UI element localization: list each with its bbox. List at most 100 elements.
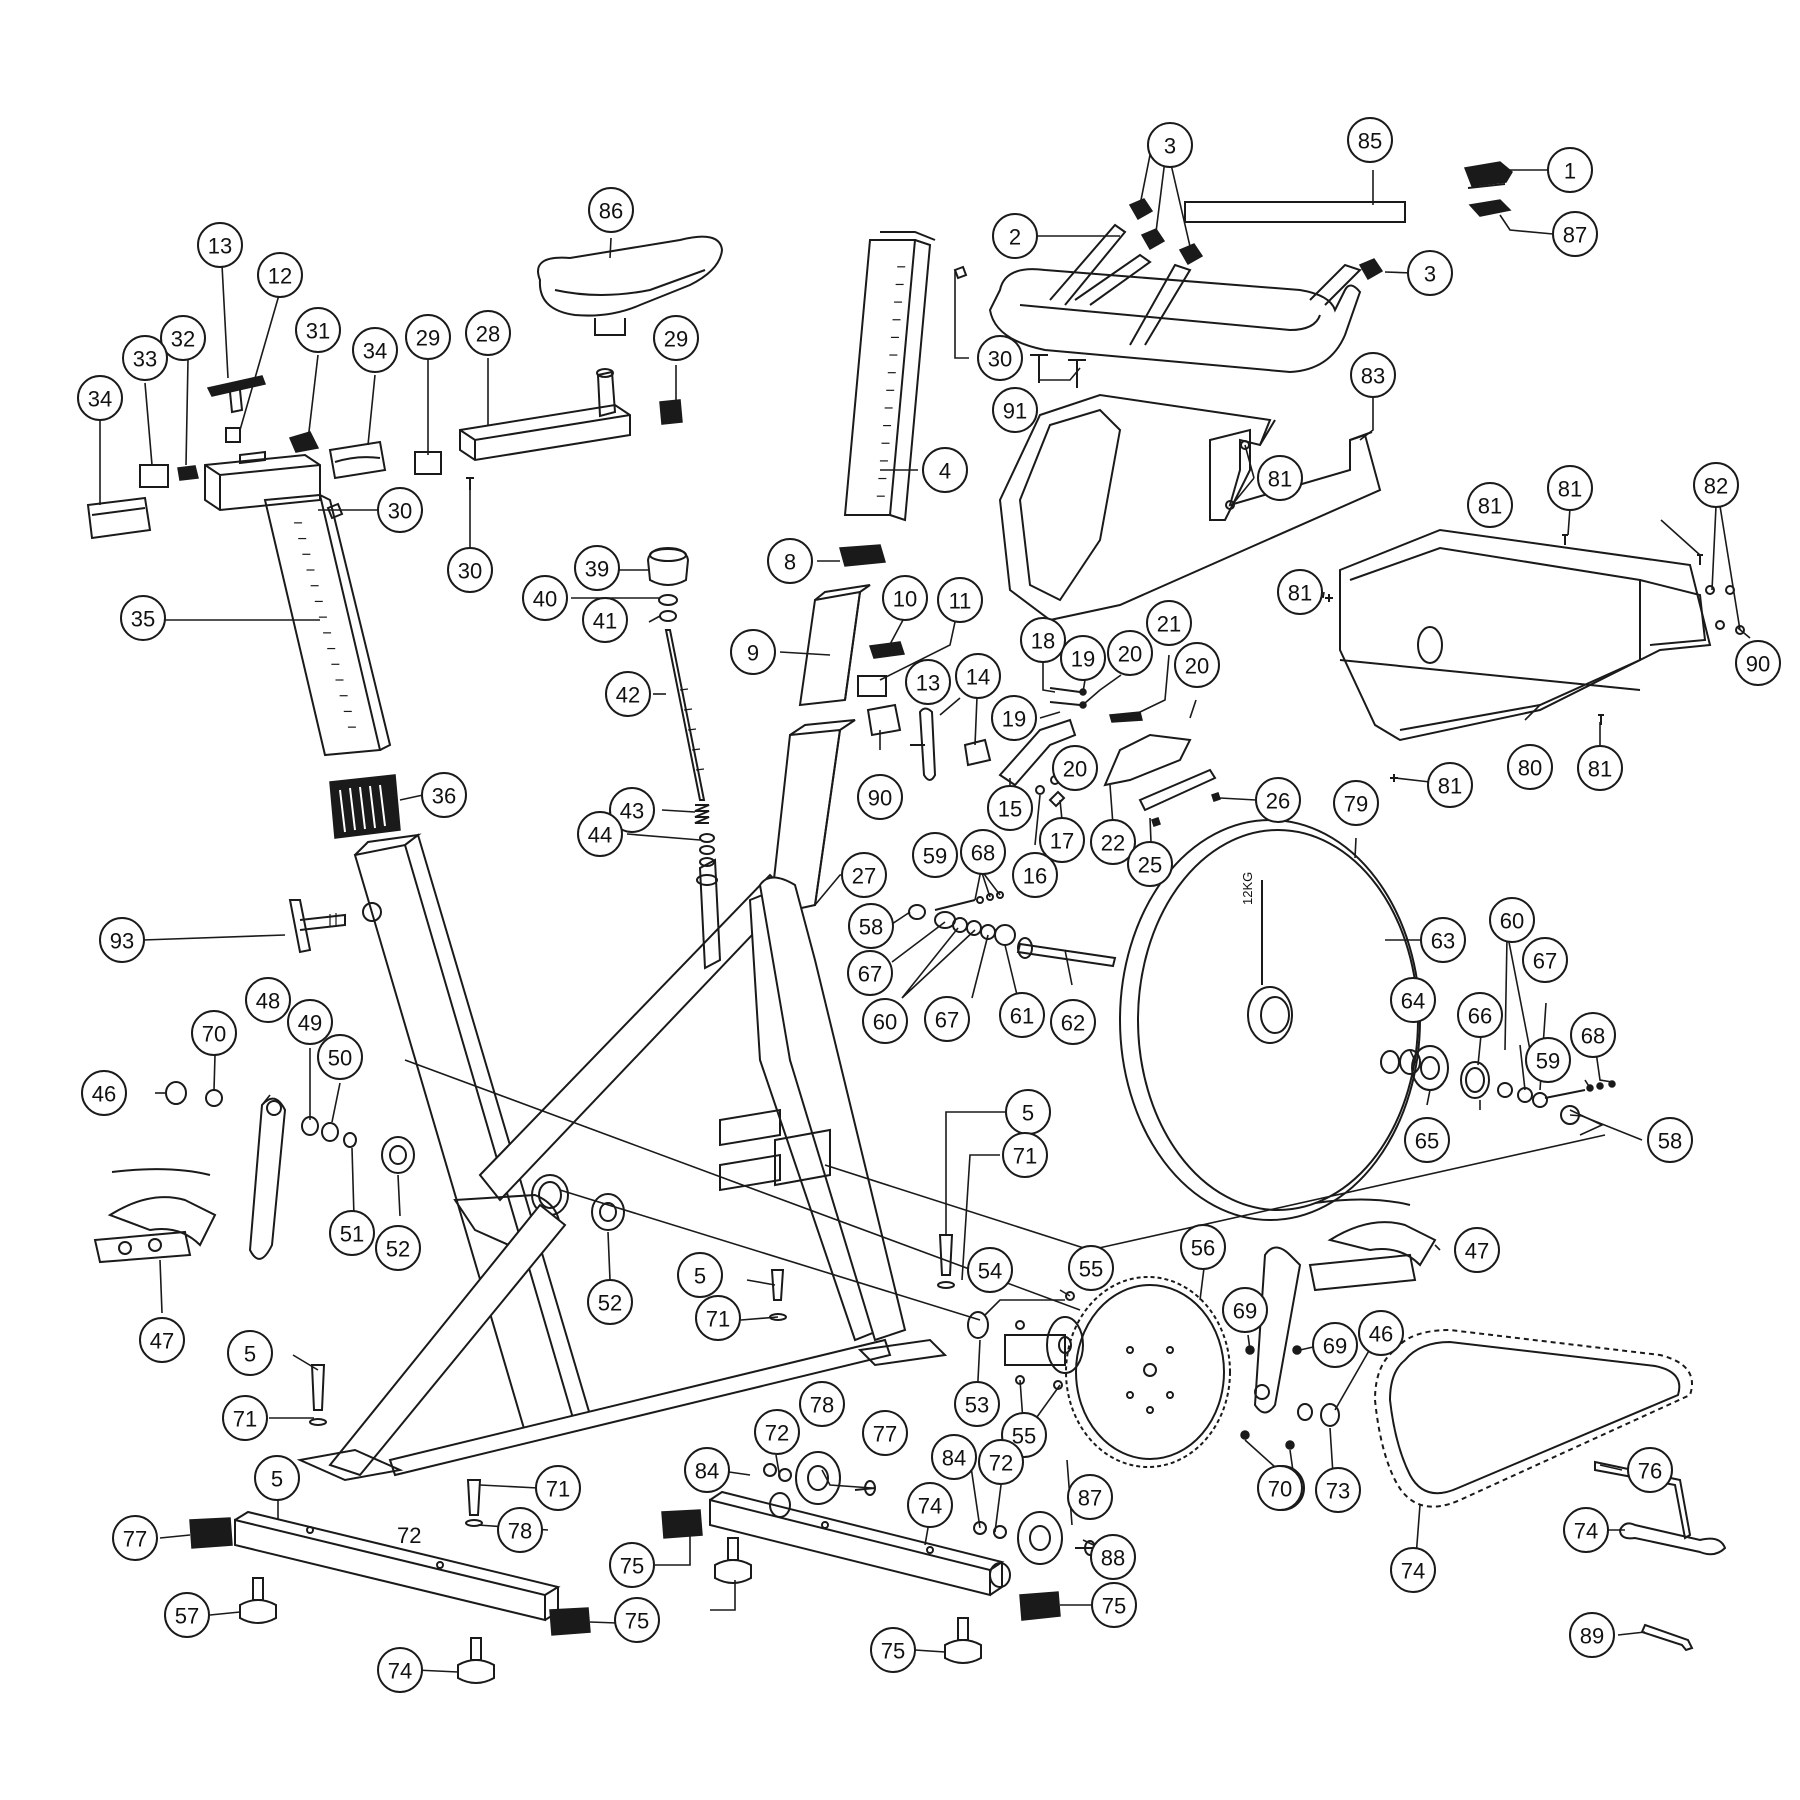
callout-circle [582, 597, 628, 643]
tension-rod [664, 629, 706, 801]
callout-number: 90 [868, 786, 892, 811]
callout-61: 61 [999, 992, 1045, 1038]
callout-number: 31 [306, 319, 330, 344]
callout-93: 93 [99, 917, 145, 963]
callout-circle [870, 1627, 916, 1673]
callout-circle [905, 659, 951, 705]
callout-86: 86 [588, 187, 634, 233]
part-14 [963, 738, 992, 767]
part-10 [869, 641, 905, 659]
callout-number: 5 [1022, 1101, 1034, 1126]
callout-number: 32 [171, 327, 195, 352]
callout-16: 16 [1012, 852, 1058, 898]
callout-circle [1020, 617, 1066, 663]
callout-78: 78 [799, 1381, 845, 1427]
callout-58: 58 [1647, 1117, 1693, 1163]
callout-number: 54 [978, 1259, 1002, 1284]
callout-48: 48 [245, 977, 291, 1023]
callout-number: 74 [918, 1494, 942, 1519]
callout-circle [1647, 1117, 1693, 1163]
callout-circle [254, 1455, 300, 1501]
callout-circle [799, 1381, 845, 1427]
callout-number: 66 [1468, 1004, 1492, 1029]
plain-label-72: 72 [397, 1523, 421, 1548]
callout-20: 20 [1107, 630, 1153, 676]
callout-74: 74 [1390, 1547, 1436, 1593]
part-31 [288, 431, 320, 453]
callout-20: 20 [1052, 745, 1098, 791]
callout-number: 3 [1424, 262, 1436, 287]
handlebar-post-scale [876, 266, 906, 497]
wrench-88 [1618, 1522, 1727, 1556]
callout-14: 14 [955, 653, 1001, 699]
spring-43 [694, 804, 710, 824]
callout-number: 19 [1002, 707, 1026, 732]
callout-number: 93 [110, 929, 134, 954]
callout-77: 77 [112, 1515, 158, 1561]
callout-number: 91 [1003, 399, 1027, 424]
callout-number: 70 [1268, 1477, 1292, 1502]
callout-circle [960, 829, 1006, 875]
callout-circle [1333, 780, 1379, 826]
left-pedal [93, 1168, 217, 1264]
callout-number: 58 [1658, 1129, 1682, 1154]
callout-number: 71 [233, 1407, 257, 1432]
callout-number: 43 [620, 799, 644, 824]
callout-number: 41 [593, 609, 617, 634]
callout-52: 52 [375, 1225, 421, 1271]
callout-number: 75 [1102, 1594, 1126, 1619]
callout-number: 35 [131, 607, 155, 632]
callout-80: 80 [1507, 744, 1553, 790]
callout-44: 44 [577, 811, 623, 857]
callout-circle [1522, 937, 1568, 983]
callout-60: 60 [862, 998, 908, 1044]
callout-number: 87 [1078, 1486, 1102, 1511]
callout-49: 49 [287, 999, 333, 1045]
callout-2: 2 [992, 213, 1038, 259]
callout-30: 30 [447, 547, 493, 593]
callout-number: 28 [476, 322, 500, 347]
callout-circle [112, 1515, 158, 1561]
callout-circle [352, 327, 398, 373]
frame-brackets [719, 1108, 831, 1192]
callout-number: 70 [202, 1022, 226, 1047]
main-frame [296, 719, 948, 1482]
crank-washers-left [165, 1081, 625, 1231]
callout-25: 25 [1127, 841, 1173, 887]
callout-circle [978, 1439, 1024, 1485]
callout-28: 28 [465, 310, 511, 356]
callout-circle [1569, 1612, 1615, 1658]
callout-circle [977, 335, 1023, 381]
callout-circle [588, 187, 634, 233]
callout-number: 81 [1438, 774, 1462, 799]
callout-number: 55 [1012, 1424, 1036, 1449]
callout-75: 75 [870, 1627, 916, 1673]
brake-bolts-18-19 [1049, 687, 1087, 709]
callout-circle [1577, 745, 1623, 791]
callout-number: 74 [1574, 1519, 1598, 1544]
callout-circle [987, 785, 1033, 831]
tension-knob [646, 546, 690, 622]
callout-73: 73 [1315, 1467, 1361, 1513]
callout-number: 79 [1344, 792, 1368, 817]
callout-circle [1060, 635, 1106, 681]
callout-number: 27 [852, 864, 876, 889]
callout-circle [1347, 117, 1393, 163]
callout-46: 46 [1358, 1310, 1404, 1356]
callout-circle [405, 314, 451, 360]
callout-number: 30 [388, 499, 412, 524]
freewheel-group [1380, 1045, 1616, 1125]
callout-number: 21 [1157, 612, 1181, 637]
callout-68: 68 [1570, 1012, 1616, 1058]
callout-circle [1312, 1322, 1358, 1368]
callout-number: 86 [599, 199, 623, 224]
part-33 [139, 464, 169, 488]
callout-75: 75 [609, 1542, 655, 1588]
pop-pin-93 [288, 899, 346, 954]
callout-4: 4 [922, 447, 968, 493]
callout-number: 75 [620, 1554, 644, 1579]
callout-21: 21 [1146, 600, 1192, 646]
callout-87: 87 [1067, 1474, 1113, 1520]
callout-72: 72 [978, 1439, 1024, 1485]
